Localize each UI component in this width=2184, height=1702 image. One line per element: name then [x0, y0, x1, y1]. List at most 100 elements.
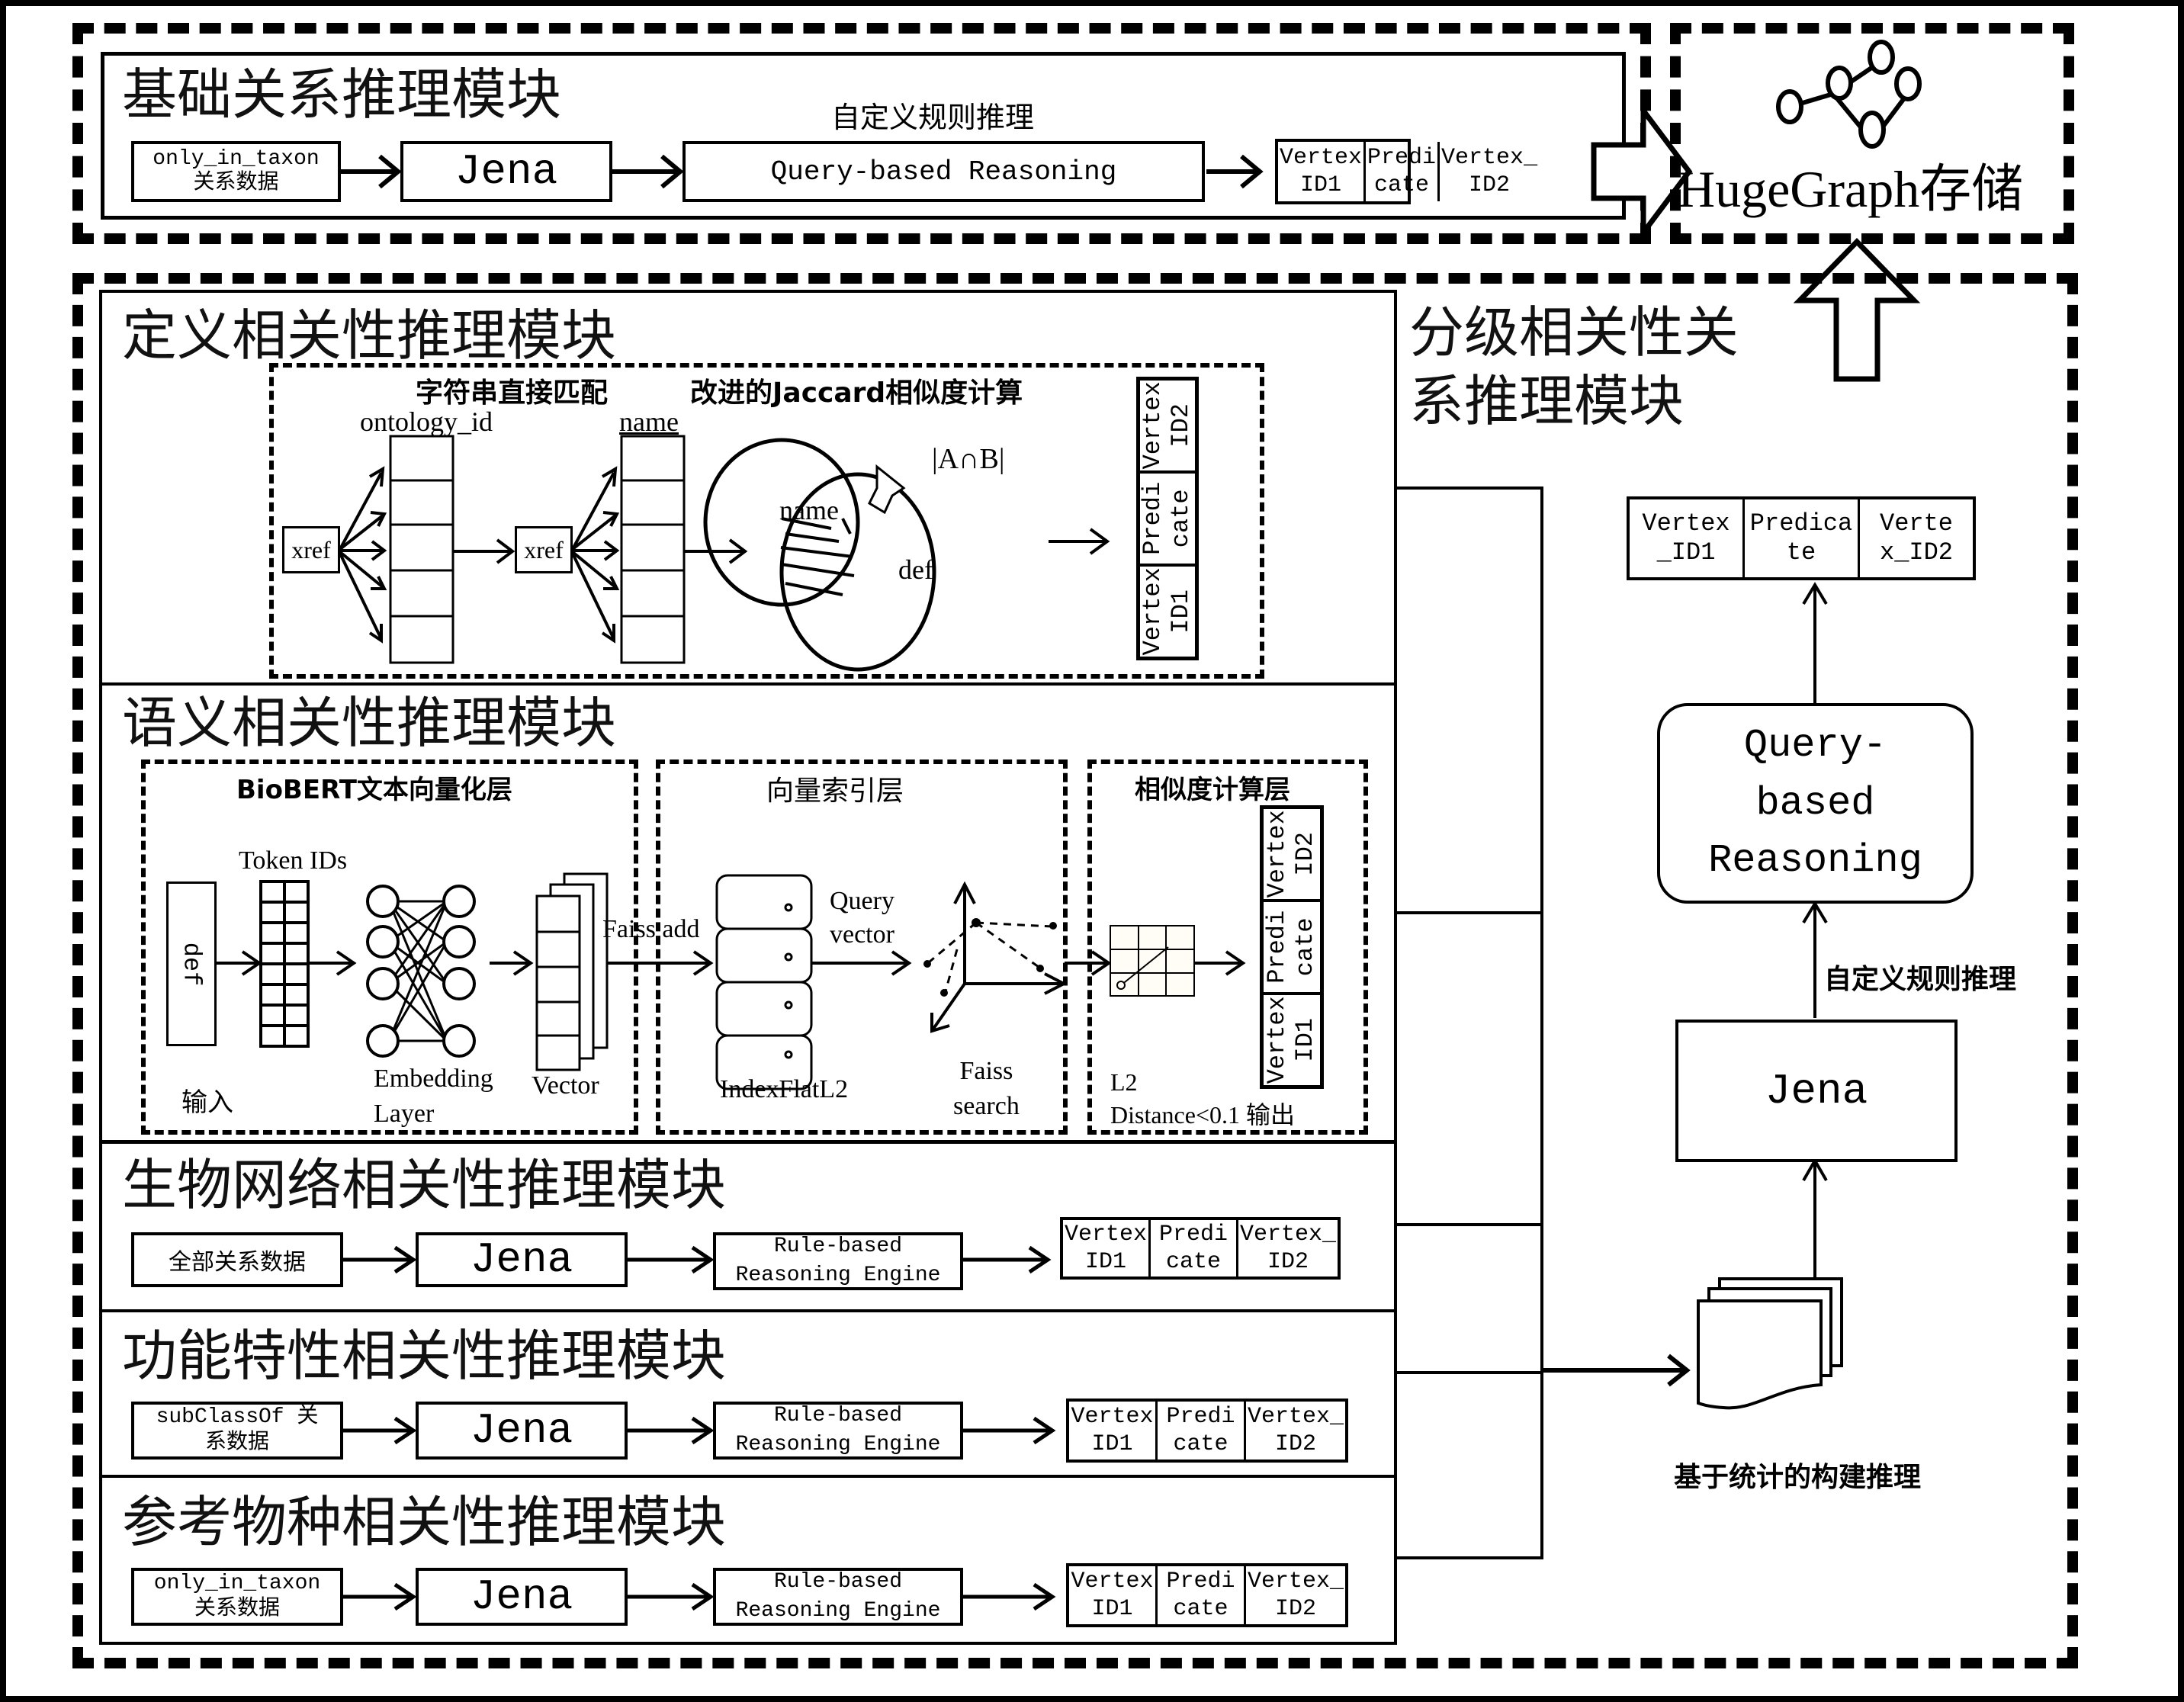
- divider-1: [99, 682, 1397, 686]
- reference-output-triple: Vertex ID1 Predi cate Vertex_ ID2: [1066, 1563, 1348, 1627]
- hierarchical-jena-label: Jena: [1765, 1066, 1868, 1116]
- stats-documents-icon: [1697, 1277, 1843, 1410]
- function-module-title: 功能特性相关性推理模块: [122, 1324, 727, 1388]
- reference-jena-box: Jena: [416, 1568, 628, 1626]
- basic-jena-box: Jena: [400, 141, 612, 202]
- xref-label-2: xref: [524, 535, 564, 564]
- reference-rule-engine-box: Rule-based Reasoning Engine: [713, 1568, 963, 1626]
- triple-cell-vertex2: Vertex_ ID2: [1437, 142, 1539, 201]
- hierarchical-module-title-line1: 分级相关性关: [1409, 300, 1739, 364]
- definition-inner-container: [269, 363, 1264, 679]
- semantic-module-title: 语义相关性推理模块: [122, 691, 617, 755]
- semantic-diagram: [217, 872, 1246, 1090]
- hierarchical-query-reasoning-label: Query- based Reasoning: [1708, 723, 1922, 884]
- basic-jena-label: Jena: [454, 147, 558, 196]
- l2-distance-chart-icon: [1110, 925, 1195, 997]
- storage-title: HugeGraph存储: [1678, 160, 2024, 218]
- bio-rule-engine-box: Rule-based Reasoning Engine: [713, 1232, 963, 1290]
- hollow-arrow-right-icon: [1591, 102, 1693, 241]
- xref-box-2: xref: [515, 526, 573, 573]
- function-input-box: subClassOf 关 系数据: [131, 1402, 343, 1460]
- reference-rule-engine-label: Rule-based Reasoning Engine: [735, 1570, 941, 1623]
- hierarchical-jena-box: Jena: [1675, 1020, 1958, 1162]
- token-ids-grid: [259, 880, 310, 1048]
- basic-query-reasoning-box: Query-based Reasoning: [682, 141, 1205, 202]
- similarity-layer-title: 相似度计算层: [1135, 775, 1290, 805]
- bio-rule-engine-label: Rule-based Reasoning Engine: [735, 1235, 941, 1287]
- faiss-search-axes-icon: [930, 881, 1068, 1033]
- definition-output-triple: Vertex ID2 Predi cate Vertex ID1: [1136, 377, 1199, 660]
- triple-cell-predicate: Predi cate: [1155, 1566, 1244, 1624]
- vector-index-layer-title: 向量索引层: [766, 776, 904, 807]
- venn-diagram: [703, 438, 936, 672]
- input-label: 输入: [181, 1087, 233, 1118]
- basic-output-triple: Vertex ID1 Predi cate Vertex_ ID2: [1275, 139, 1537, 204]
- name-column: [620, 435, 686, 664]
- basic-query-reasoning-label: Query-based Reasoning: [770, 156, 1117, 188]
- triple-cell-predicate: Predica te: [1742, 499, 1858, 577]
- basic-rule-caption: 自定义规则推理: [831, 101, 1035, 134]
- definition-module-title: 定义相关性推理模块: [122, 303, 617, 368]
- ontology-id-column: [389, 435, 454, 664]
- triple-cell-predicate: Predi cate: [1155, 1402, 1244, 1460]
- basic-input-box: only_in_taxon 关系数据: [131, 141, 341, 202]
- basic-module-title: 基础关系推理模块: [122, 63, 562, 127]
- divider-2: [99, 1140, 1397, 1144]
- definition-diagram: [339, 435, 1110, 672]
- triple-cell-predicate: Predi cate: [1263, 899, 1320, 992]
- bio-network-module-title: 生物网络相关性推理模块: [122, 1153, 727, 1217]
- hierarchical-module-container: [72, 273, 2078, 1668]
- stats-construction-label: 基于统计的构建推理: [1674, 1462, 1922, 1493]
- triple-cell-predicate: Predi cate: [1363, 142, 1437, 201]
- function-rule-engine-box: Rule-based Reasoning Engine: [713, 1402, 963, 1460]
- triple-cell-vertex2: Vertex_ ID2: [1243, 1566, 1345, 1624]
- triple-cell-predicate: Predi cate: [1148, 1220, 1236, 1276]
- reference-species-module-title: 参考物种相关性推理模块: [122, 1490, 727, 1554]
- triple-cell-vertex2: Vertex_ ID2: [1235, 1220, 1338, 1276]
- faiss-search-label: Faiss search: [953, 1057, 1020, 1120]
- embedding-layer-label: Embedding Layer: [374, 1065, 493, 1128]
- vector-stack-icon: [535, 872, 609, 1071]
- faiss-add-label: Faiss add: [602, 915, 700, 943]
- hierarchical-output-triple: Vertex _ID1 Predica te Verte x_ID2: [1627, 496, 1976, 580]
- function-jena-box: Jena: [416, 1402, 628, 1460]
- function-input-label: subClassOf 关 系数据: [156, 1405, 319, 1455]
- name-column-label: name: [619, 406, 679, 437]
- vector-label: Vector: [532, 1071, 599, 1100]
- venn-label-a: name: [779, 495, 839, 525]
- query-vector-label: Query vector: [830, 887, 894, 949]
- module-bracket-connector: [1397, 487, 1543, 1559]
- intersection-label: |A∩B|: [932, 443, 1005, 475]
- triple-cell-vertex1: Vertex ID1: [1065, 1222, 1148, 1275]
- triple-cell-vertex2: Vertex_ ID2: [1243, 1402, 1345, 1460]
- embedding-network-icon: [387, 900, 448, 1042]
- biobert-layer-container: [141, 759, 638, 1135]
- semantic-output-triple: Vertex ID2 Predi cate Vertex ID1: [1260, 805, 1324, 1089]
- triple-cell-vertex1: Vertex ID1: [1280, 145, 1363, 198]
- triple-cell-vertex1: Vertex ID1: [1263, 992, 1320, 1085]
- basic-input-label: only_in_taxon 关系数据: [153, 146, 320, 195]
- triple-cell-vertex1: Vertex ID1: [1071, 1404, 1154, 1457]
- triple-cell-vertex1: Vertex _ID1: [1642, 509, 1730, 567]
- intersection-pointer-icon: [868, 464, 906, 515]
- reference-input-box: only_in_taxon 关系数据: [131, 1568, 343, 1626]
- venn-label-b: def: [898, 554, 933, 585]
- bio-jena-label: Jena: [470, 1235, 573, 1284]
- bio-jena-box: Jena: [416, 1232, 628, 1287]
- def-input-box: def: [166, 882, 217, 1046]
- l2-distance-label: L2 Distance<0.1 输出: [1110, 1068, 1296, 1129]
- function-output-triple: Vertex ID1 Predi cate Vertex_ ID2: [1066, 1399, 1348, 1463]
- index-flat-l2-label: IndexFlatL2: [720, 1075, 849, 1103]
- storage-container: [1670, 23, 2074, 244]
- divider-4: [99, 1475, 1397, 1478]
- modules-column: [99, 290, 1397, 1645]
- triple-cell-predicate: Predi cate: [1139, 470, 1195, 564]
- reference-input-label: only_in_taxon 关系数据: [153, 1572, 321, 1621]
- index-database-icon: [715, 874, 813, 1090]
- xref-box-1: xref: [282, 526, 340, 573]
- bio-input-label: 全部关系数据: [169, 1249, 306, 1276]
- bio-input-box: 全部关系数据: [131, 1232, 343, 1287]
- divider-3: [99, 1309, 1397, 1312]
